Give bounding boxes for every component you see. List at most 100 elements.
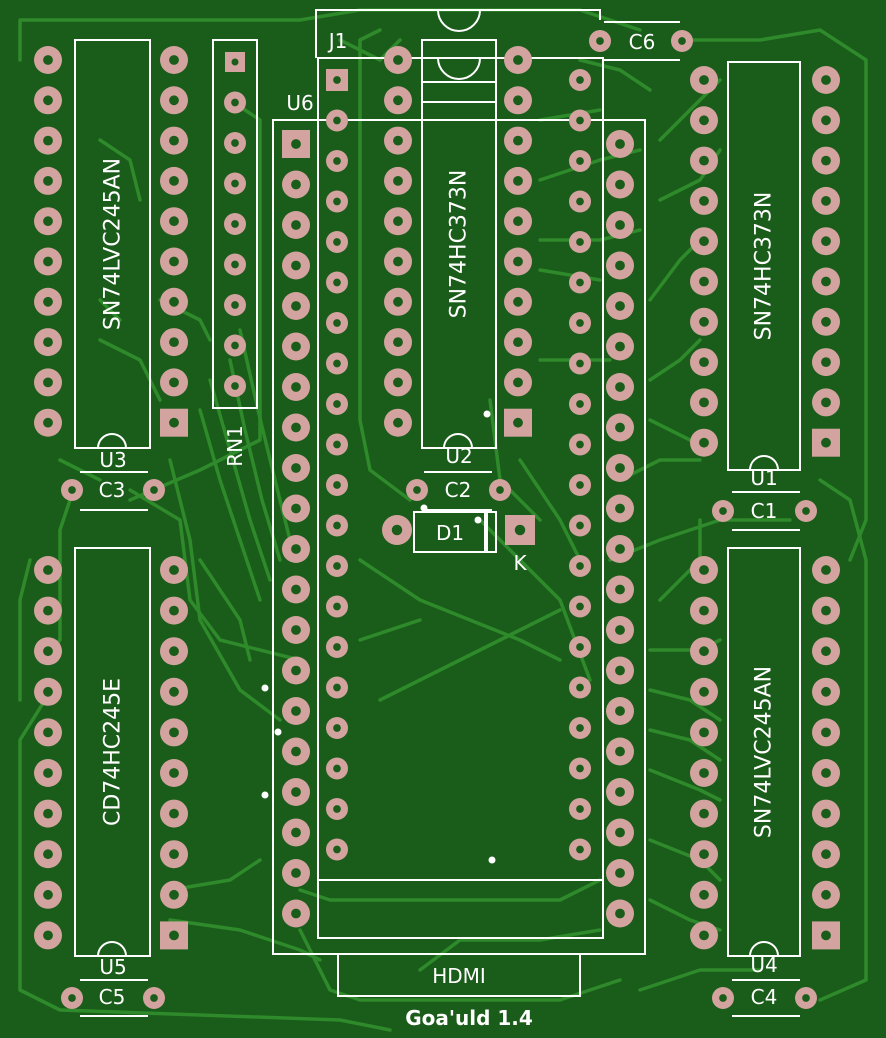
- j1-pin-left-18-hole: [333, 764, 341, 773]
- j1-pin-right-17-hole: [576, 724, 584, 732]
- u1-pin-right-2-hole: [821, 115, 831, 126]
- j1-pin-right-4-hole: [576, 197, 584, 206]
- u2-pin-right-8-hole: [513, 337, 523, 347]
- u3-pin-left-10-hole: [43, 417, 53, 428]
- u2-pin-right-9-hole: [513, 377, 523, 388]
- u6-pin-right-16-hole: [615, 746, 625, 757]
- u2-pin-left-3-hole: [393, 135, 403, 146]
- u6-pin-right-1-hole: [615, 139, 625, 149]
- u3-notch: [97, 433, 127, 449]
- u1-pin-left-2-hole: [699, 115, 709, 126]
- u6-pin-left-19-hole: [291, 868, 301, 878]
- u5-notch: [97, 941, 127, 957]
- u6-pin-right-2-hole: [615, 179, 625, 190]
- j1-pin-right-5-hole: [576, 238, 584, 246]
- u6-pin-left-13-hole: [291, 625, 301, 635]
- u5-pin-right-3-hole: [169, 646, 179, 657]
- u3-pin-left-8-hole: [43, 337, 53, 347]
- u3-pin-left-5-hole: [43, 216, 53, 227]
- u4-pin-right-3-hole: [821, 646, 831, 657]
- j1-pin-left-8-hole: [333, 359, 341, 368]
- c6-pin-1-hole: [596, 37, 604, 45]
- u5-pin-right-6-hole: [169, 768, 179, 778]
- u6-pin-left-10-hole: [291, 503, 301, 514]
- u6-pin-left-7-hole: [291, 382, 301, 392]
- u3-value-label: SN74LVC245AN: [101, 158, 126, 330]
- u2-pin-left-10-hole: [393, 417, 403, 428]
- u6-pin-right-14-hole: [615, 665, 625, 676]
- u5-pin-right-1-hole: [169, 565, 179, 575]
- d1-cathode-label: K: [513, 551, 527, 575]
- u3-pin-left-4-hole: [43, 176, 53, 186]
- u5-outline: [74, 547, 151, 957]
- u6-pin-right-9-hole: [615, 463, 625, 473]
- u2-pin-left-4-hole: [393, 176, 403, 186]
- u4-pin-right-8-hole: [821, 849, 831, 860]
- u6-pin-left-6-hole: [291, 341, 301, 352]
- u4-pin-right-9-hole: [821, 889, 831, 900]
- u5-pin-left-6-hole: [43, 768, 53, 778]
- u4-pin-right-1-hole: [821, 565, 831, 575]
- u1-pin-left-7-hole: [699, 316, 709, 327]
- c5-pin-2-hole: [150, 994, 158, 1002]
- rn1-pin-6-hole: [231, 260, 239, 269]
- j1-pin-right-10-hole: [576, 440, 584, 449]
- c2-pin-2-hole: [496, 486, 504, 494]
- pads-layer: [34, 30, 840, 1009]
- u5-value-label: CD74HC245E: [101, 678, 126, 826]
- u1-pin-right-7-hole: [821, 316, 831, 327]
- j1-pin-right-16-hole: [576, 683, 584, 692]
- u3-pin-left-7-hole: [43, 296, 53, 307]
- u4-pin-right-5-hole: [821, 727, 831, 738]
- u3-ref-label: U3: [99, 448, 126, 472]
- u4-pin-left-10-hole: [699, 930, 709, 941]
- d1-outline: [413, 511, 497, 553]
- via-2: [420, 504, 428, 512]
- u5-pin-left-10-hole: [43, 930, 53, 941]
- c1-ref-label: C1: [751, 499, 778, 523]
- j1-pin-left-17-hole: [333, 724, 341, 732]
- c5-ref-label: C5: [99, 985, 126, 1009]
- c3-outline: [80, 471, 148, 511]
- u2-pin-left-5-hole: [393, 216, 403, 227]
- u5-pin-right-10-hole: [169, 930, 179, 941]
- c3-pin-2-hole: [150, 486, 158, 494]
- u3-pin-right-8-hole: [169, 337, 179, 347]
- u4-pin-left-1-hole: [699, 565, 709, 575]
- u2-ref-label: U2: [445, 444, 472, 468]
- u1-pin-right-1-hole: [821, 75, 831, 85]
- u6-pin-right-15-hole: [615, 706, 625, 716]
- j1-pin-right-9-hole: [576, 400, 584, 408]
- rn1-pin-7-hole: [231, 301, 239, 309]
- j1-pin-left-13-hole: [333, 562, 341, 570]
- u6-pin-left-8-hole: [291, 422, 301, 433]
- u2-pin-left-6-hole: [393, 256, 403, 267]
- rn1-pin-2-hole: [231, 98, 239, 107]
- u3-pin-left-9-hole: [43, 377, 53, 388]
- j1-pin-left-3-hole: [333, 157, 341, 165]
- u1-pin-right-6-hole: [821, 276, 831, 287]
- c4-pin-2-hole: [802, 994, 810, 1002]
- u2-pin-right-4-hole: [513, 176, 523, 186]
- u1-pin-left-1-hole: [699, 75, 709, 85]
- u4-pin-right-10-hole: [821, 930, 831, 941]
- silkscreen-labels: SN74LVC245AN CD74HC245E SN74HC373N SN74H…: [99, 29, 778, 1030]
- u6-pin-right-19-hole: [615, 868, 625, 878]
- u4-pin-left-2-hole: [699, 605, 709, 616]
- u6-pin-left-9-hole: [291, 463, 301, 473]
- u4-pin-right-7-hole: [821, 808, 831, 819]
- u2-pin-left-9-hole: [393, 377, 403, 388]
- c6-pin-2-hole: [678, 37, 686, 45]
- j1-pin-left-14-hole: [333, 602, 341, 611]
- u6-pin-left-17-hole: [291, 787, 301, 797]
- vias-layer: [261, 410, 496, 864]
- u1-notch: [749, 455, 779, 471]
- u4-pin-left-3-hole: [699, 646, 709, 657]
- u3-pin-right-1-hole: [169, 55, 179, 65]
- c2-pin-1-hole: [413, 486, 421, 494]
- j1-pin-left-16-hole: [333, 683, 341, 692]
- u2-pin-right-3-hole: [513, 135, 523, 146]
- rn1-ref-label: RN1: [223, 425, 247, 467]
- u4-ref-label: U4: [750, 953, 777, 977]
- u2-pin-left-2-hole: [393, 95, 403, 106]
